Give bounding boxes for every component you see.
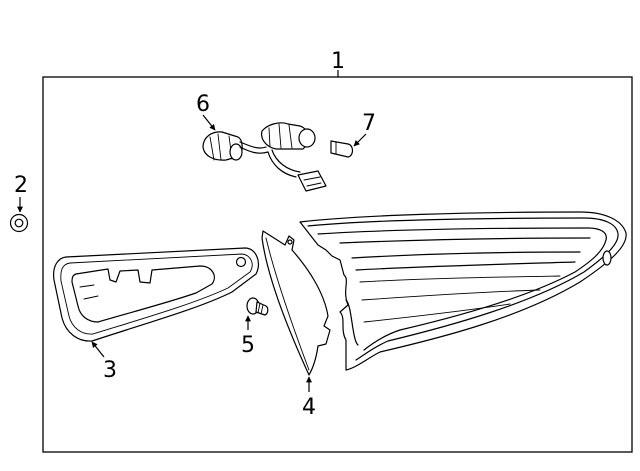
callout-3-label: 3 [103,358,117,383]
callout-6-label: 6 [196,92,210,117]
callout-7-label: 7 [362,111,376,136]
callout-3-arrow [91,341,105,358]
bracket-part [261,230,331,376]
callout-1-label: 1 [331,49,345,74]
bolt-part [246,297,269,316]
callout-2-label: 2 [14,173,28,198]
callout-6-arrow [202,114,216,131]
callout-5-label: 5 [241,333,255,358]
callout-4-label: 4 [302,395,316,420]
bulb-part [330,140,354,158]
socket-harness-part [202,122,327,192]
tail-lamp-housing [299,211,627,371]
callout-7-arrow [353,133,367,147]
nut-part [9,213,29,233]
gasket-part [53,247,259,342]
